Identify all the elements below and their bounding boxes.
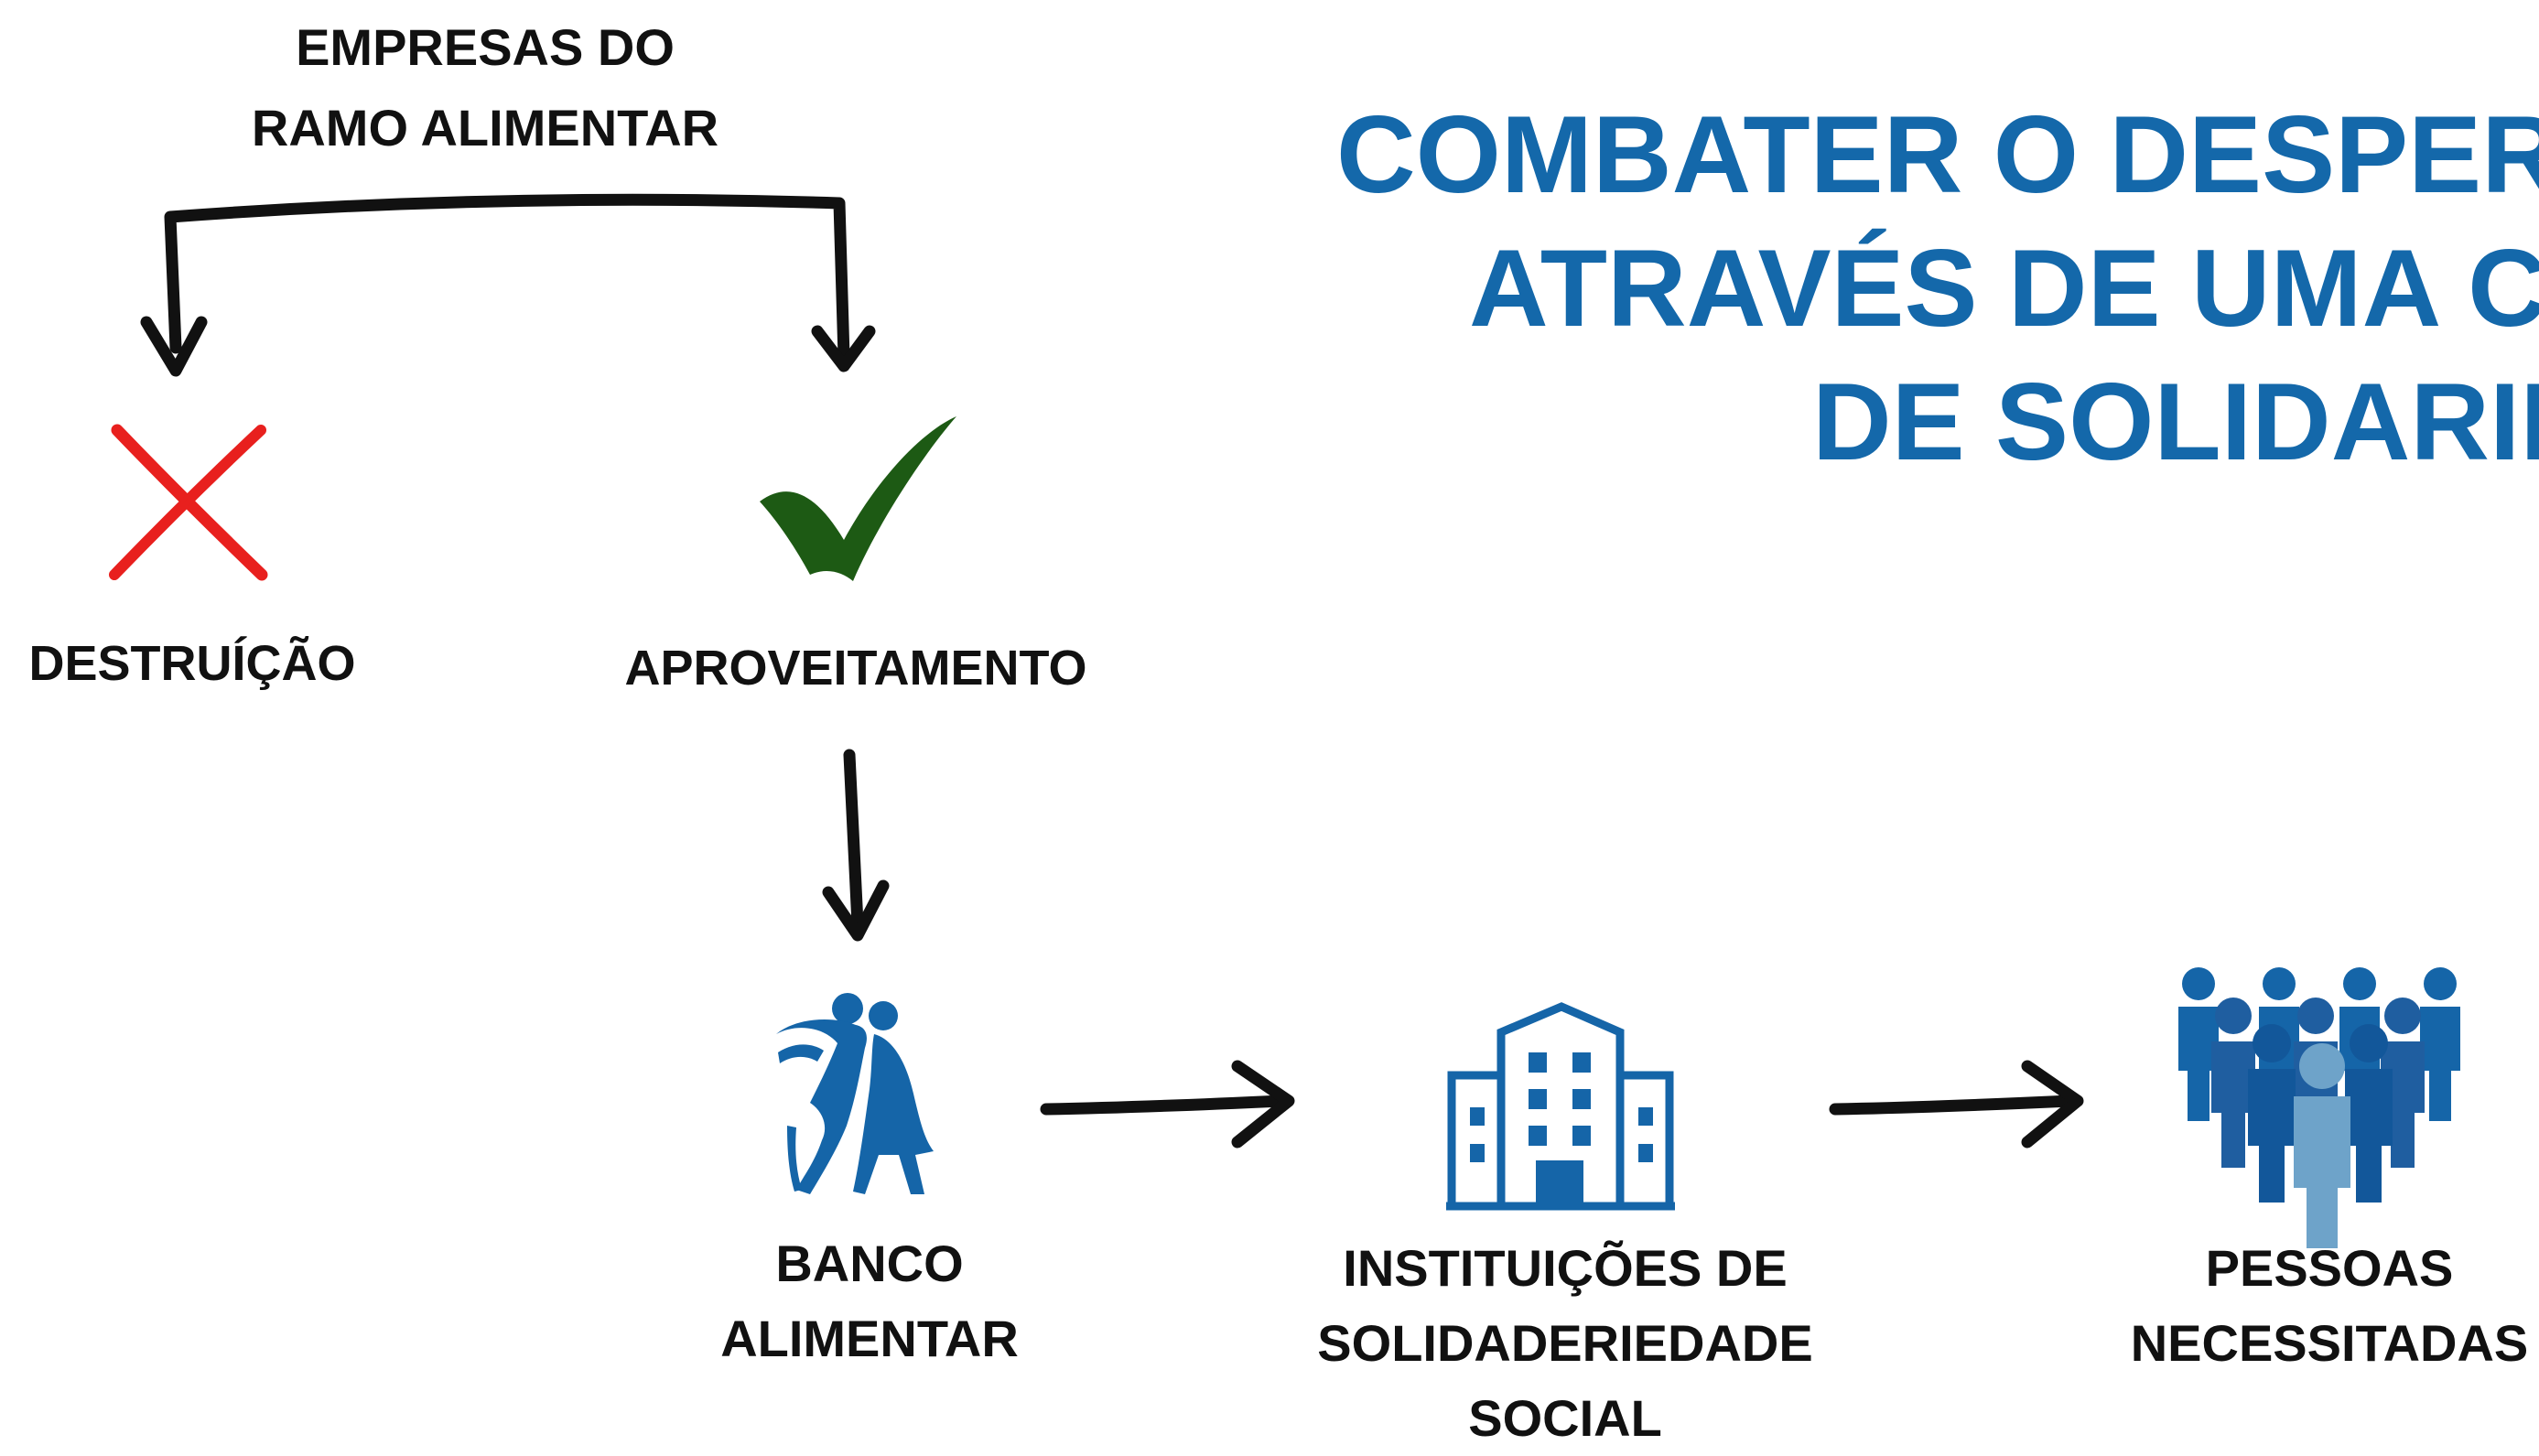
page-title: COMBATER O DESPER ATRAVÉS DE UMA C DE SO… — [1336, 88, 2539, 489]
food-bank-logo-icon — [776, 993, 934, 1194]
institutions-label: INSTITUIÇÕES DE SOLIDADERIEDADE SOCIAL — [1281, 1231, 1849, 1456]
building-windows — [1470, 1052, 1653, 1206]
cross-icon — [109, 424, 268, 581]
title-line3: DE SOLIDARII — [1812, 361, 2539, 483]
people-label-line1: PESSOAS — [2205, 1239, 2454, 1297]
check-icon — [760, 416, 956, 581]
arrow-down — [843, 749, 864, 931]
food-bank-label-line1: BANCO — [775, 1235, 964, 1292]
arrowhead-left — [140, 316, 208, 377]
destruction-label: DESTRUÍÇÃO — [28, 636, 356, 691]
source-label: EMPRESAS DO RAMO ALIMENTAR — [174, 7, 796, 168]
use-label: APROVEITAMENTO — [624, 641, 1087, 696]
arrowhead-down — [822, 879, 890, 942]
arrow-to-institutions — [1040, 1095, 1288, 1116]
arrowhead-institutions — [1231, 1060, 1295, 1149]
arrowhead-right — [811, 325, 876, 372]
institutions-label-line2: SOLIDADERIEDADE — [1317, 1314, 1813, 1372]
people-label: PESSOAS NECESSITADAS — [2096, 1231, 2539, 1381]
food-bank-label: BANCO ALIMENTAR — [659, 1226, 1080, 1376]
arrowhead-people — [2021, 1060, 2084, 1149]
institutions-label-line3: SOCIAL — [1468, 1389, 1662, 1447]
arrow-to-people — [1829, 1095, 2077, 1116]
people-label-line2: NECESSITADAS — [2130, 1314, 2529, 1372]
source-label-line2: RAMO ALIMENTAR — [251, 99, 719, 156]
people-group-icon — [2178, 967, 2460, 1248]
title-line1: COMBATER O DESPER — [1336, 93, 2539, 216]
institutions-label-line1: INSTITUIÇÕES DE — [1343, 1239, 1788, 1297]
food-bank-label-line2: ALIMENTAR — [720, 1310, 1019, 1367]
source-label-line1: EMPRESAS DO — [296, 18, 675, 76]
split-bracket-arrow — [164, 193, 850, 363]
title-line2: ATRAVÉS DE UMA C — [1469, 227, 2539, 350]
